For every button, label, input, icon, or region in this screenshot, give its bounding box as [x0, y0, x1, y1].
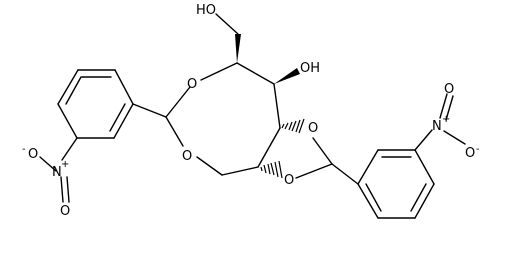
dioxolane-oxygen-upper-label: O: [308, 121, 318, 136]
hydroxyl-oh-label: OH: [300, 61, 320, 76]
left-nitro-o-anion-label: O: [28, 147, 38, 162]
ring-oxygen-upper-label: O: [187, 77, 197, 92]
right-nitro-o-anion-label: O: [465, 146, 475, 161]
right-benzene-ring: [357, 149, 435, 219]
dioxolane-ring: O O: [260, 118, 359, 188]
left-nitro-n-label: N: [52, 165, 62, 180]
left-acetal-bonds: [132, 86, 191, 147]
ring-oxygen-lower-label: O: [182, 149, 192, 164]
right-nitro-o-charge: -: [476, 144, 480, 155]
left-nitro-n-charge: +: [61, 159, 69, 170]
right-nitro-group: N + O O -: [414, 82, 480, 161]
right-nitro-n-label: N: [432, 119, 442, 134]
left-nitro-o-charge: -: [22, 144, 26, 155]
hydroxymethyl-group: HO: [196, 3, 241, 63]
eight-membered-ring: O O: [182, 62, 281, 176]
hydroxyl-group: OH: [274, 61, 320, 84]
left-benzene-ring: [57, 69, 134, 139]
left-nitro-group: N + O - O: [22, 137, 78, 219]
hydroxymethyl-ho-label: HO: [196, 3, 216, 18]
right-nitro-o-double-label: O: [444, 82, 454, 97]
left-nitro-o-double-label: O: [60, 204, 70, 219]
dioxolane-oxygen-lower-label: O: [284, 173, 294, 188]
right-nitro-n-charge: +: [442, 114, 450, 125]
